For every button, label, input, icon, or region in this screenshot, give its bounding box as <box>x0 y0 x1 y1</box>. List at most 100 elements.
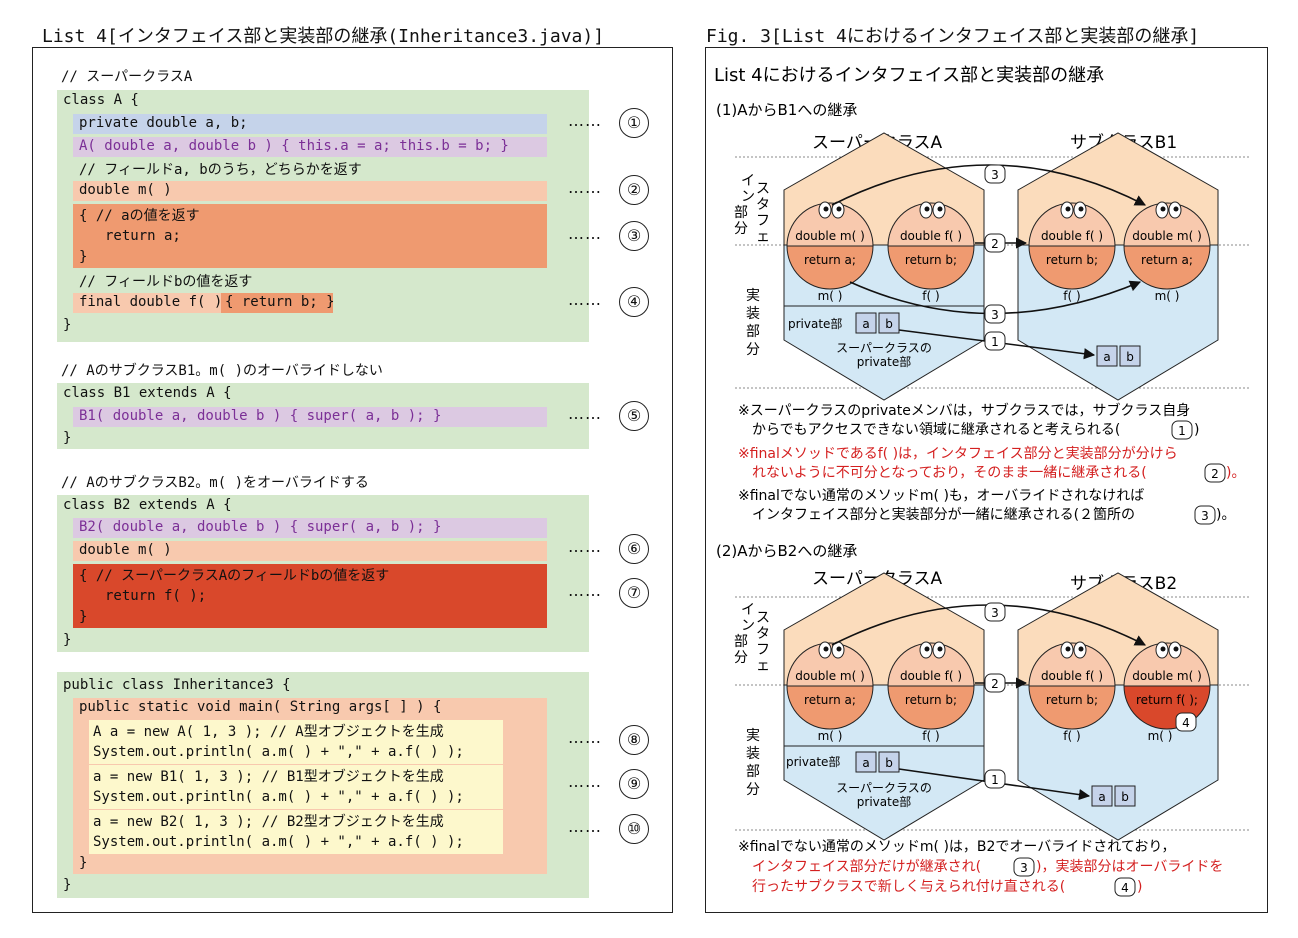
inherited-b: b <box>1126 350 1134 364</box>
svg-text:2: 2 <box>991 677 999 691</box>
statement-block <box>89 810 503 854</box>
svg-text:3: 3 <box>1020 861 1028 875</box>
method-f-circle-sub: double f( ) return b; <box>1028 642 1116 730</box>
note-4: インタフェイス部分だけが継承され( <box>752 859 981 875</box>
method-signature-highlight <box>73 541 547 561</box>
marker-9: ⑨ <box>619 769 649 799</box>
badge-2: 2 <box>1204 463 1226 483</box>
svg-text:double m( ): double m( ) <box>1132 669 1202 683</box>
pupils <box>823 646 1179 652</box>
badge-3: 3 <box>984 164 1006 184</box>
svg-text:1: 1 <box>1178 424 1186 438</box>
note-4: 行ったサブクラスで新しく与えられ付け直される( <box>752 878 1065 895</box>
code-line: } <box>63 430 72 446</box>
svg-text:4: 4 <box>1121 881 1129 895</box>
pupils <box>823 206 1179 212</box>
private-label: private部 <box>788 316 842 331</box>
code-line: private double a, b; <box>79 115 248 131</box>
marker-10: ⑩ <box>619 814 649 844</box>
final-body-highlight <box>221 293 333 313</box>
marker-dots: …… <box>568 178 602 197</box>
f-label: f( ) <box>1063 289 1080 303</box>
inherited-b-box <box>1119 345 1141 367</box>
super-private-label: private部 <box>857 354 911 369</box>
note-4: ※finalでない通常のメソッドm( )は，B2でオーバライドされており， <box>738 839 1175 855</box>
badge-2: 2 <box>984 233 1006 253</box>
code-line: return f( ); <box>105 588 207 604</box>
code-comment: // フィールドbの値を返す <box>79 274 253 290</box>
private-label: private部 <box>786 754 840 769</box>
field-a: a <box>862 756 869 770</box>
code-line: double m( ) <box>79 182 172 198</box>
svg-text:return f( );: return f( ); <box>1136 693 1198 707</box>
badge-4: 4 <box>1175 712 1197 732</box>
code-line: } <box>63 317 72 333</box>
final-signature-highlight <box>73 293 221 313</box>
note-1: からでもアクセスできない領域に継承されると考えられる( <box>752 421 1120 438</box>
svg-text:3: 3 <box>1201 509 1209 523</box>
code-line: A( double a, double b ) { this.a = a; th… <box>79 138 509 154</box>
note-3: インタフェイス部分と実装部分が一緒に継承される(２箇所の <box>752 506 1135 523</box>
iface-label: イン部分 <box>734 173 755 237</box>
note-2: ※finalメソッドであるf( )は，インタフェイス部分と実装部分が分けら <box>738 446 1178 462</box>
svg-text:return b;: return b; <box>1046 253 1098 267</box>
note-4: )，実装部分はオーバライドを <box>1036 859 1223 875</box>
f-label: f( ) <box>922 729 939 743</box>
marker-8: ⑧ <box>619 725 649 755</box>
svg-text:double f( ): double f( ) <box>900 229 962 243</box>
listing-title: List 4[インタフェイス部と実装部の継承(Inheritance3.java… <box>42 26 605 47</box>
inherited-a-box <box>1091 785 1113 807</box>
method-f-circle-super: double f( ) return b; <box>887 642 975 730</box>
code-line: System.out.println( a.m( ) + "," + a.f( … <box>93 834 464 850</box>
badge-3: 3 <box>1194 505 1216 525</box>
marker-4: ④ <box>619 287 649 317</box>
method-f-circle-sub: double f( ) return b; <box>1028 202 1116 290</box>
svg-text:return b;: return b; <box>905 253 957 267</box>
note-1: ) <box>1194 422 1199 438</box>
field-b-box <box>878 312 900 334</box>
badge-2: 2 <box>984 673 1006 693</box>
code-panel: // スーパークラスA class A { private double a, … <box>32 47 673 913</box>
impl-label: 実装部分 <box>746 288 760 358</box>
iface-label: スタフェ <box>756 610 770 674</box>
field-a-box <box>855 751 877 773</box>
eyes <box>818 201 1182 219</box>
code-line: class B1 extends A { <box>63 385 232 401</box>
code-line: double m( ) <box>79 542 172 558</box>
section-1-title: (1)AからB1への継承 <box>716 101 857 119</box>
code-line: { // aの値を返す <box>79 208 200 224</box>
code-comment: // フィールドa, bのうち，どちらかを返す <box>79 162 362 178</box>
super-private-label: スーパークラスの <box>836 781 932 795</box>
f-label: f( ) <box>922 289 939 303</box>
iface-label: イン部分 <box>734 602 755 666</box>
method-body-highlight <box>73 204 547 268</box>
super-private-label: private部 <box>857 794 911 809</box>
svg-text:return a;: return a; <box>1141 253 1193 267</box>
iface-label: スタフェ <box>756 181 770 245</box>
inherited-a: a <box>1103 350 1110 364</box>
field-b: b <box>885 317 893 331</box>
code-line: } <box>63 877 72 893</box>
badge-3: 3 <box>984 304 1006 324</box>
super-private-label: スーパークラスの <box>836 341 932 355</box>
code-comment: // AのサブクラスB1。m( )のオーバライドしない <box>61 363 383 379</box>
figure-title: Fig. 3[List 4におけるインタフェイス部と実装部の継承] <box>706 26 1200 47</box>
marker-dots: …… <box>568 224 602 243</box>
statement-block <box>89 720 503 764</box>
svg-text:return a;: return a; <box>804 693 856 707</box>
method-m-circle-sub: double m( ) return a; <box>1123 202 1211 290</box>
section-2-title: (2)AからB2への継承 <box>716 542 857 560</box>
code-line: B2( double a, double b ) { super( a, b )… <box>79 519 442 535</box>
marker-dots: …… <box>568 111 602 130</box>
constructor-highlight <box>73 518 547 538</box>
marker-dots: …… <box>568 290 602 309</box>
badge-3: 3 <box>984 602 1006 622</box>
code-line: return a; <box>105 228 181 244</box>
note-1: ※スーパークラスのprivateメンバは，サブクラスでは，サブクラス自身 <box>738 402 1190 419</box>
note-2: )。 <box>1226 465 1245 481</box>
code-line: } <box>79 249 88 265</box>
svg-text:4: 4 <box>1182 716 1190 730</box>
marker-6: ⑥ <box>619 534 649 564</box>
svg-text:double m( ): double m( ) <box>795 229 865 243</box>
badge-1: 1 <box>984 769 1006 789</box>
